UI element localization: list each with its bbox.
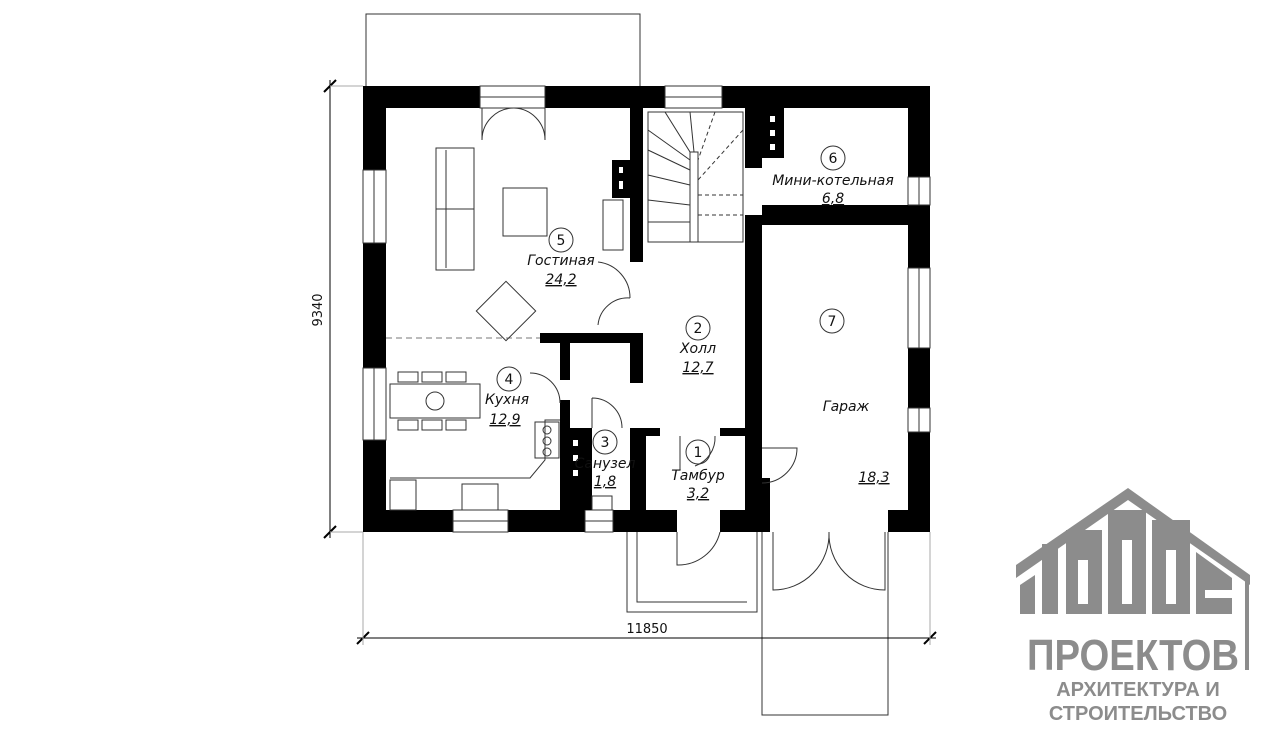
svg-text:18,3: 18,3 (858, 470, 889, 486)
svg-text:24,2: 24,2 (545, 272, 576, 288)
company-logo: ПРОЕКТОВ АРХИТЕКТУРА И СТРОИТЕЛЬСТВО (1016, 488, 1250, 725)
toilet (591, 495, 613, 511)
terrace-outline (365, 13, 641, 86)
windows (362, 85, 931, 533)
room-number-badge (819, 308, 845, 334)
svg-text:3,2: 3,2 (687, 486, 709, 502)
armchair (475, 280, 537, 342)
stove (534, 421, 560, 459)
svg-text:Кухня: Кухня (485, 392, 529, 408)
room-number-badge (685, 439, 711, 465)
svg-text:АРХИТЕКТУРА И: АРХИТЕКТУРА И (1056, 679, 1220, 701)
room-number-badge (685, 315, 711, 341)
svg-text:3: 3 (601, 435, 610, 451)
svg-text:Санузел: Санузел (575, 456, 636, 472)
room-number-badge (592, 429, 618, 455)
svg-text:12,7: 12,7 (682, 360, 713, 376)
svg-text:Гостиная: Гостиная (527, 253, 594, 269)
svg-text:1: 1 (694, 445, 703, 461)
dimension-width: 11850 (356, 532, 937, 645)
flue-vents (573, 116, 775, 476)
sink (461, 483, 499, 511)
svg-text:1,8: 1,8 (594, 474, 616, 490)
staircase (647, 111, 744, 243)
svg-text:7: 7 (828, 314, 837, 330)
svg-text:6: 6 (829, 151, 838, 167)
porch-outline (626, 532, 758, 613)
svg-text:ПРОЕКТОВ: ПРОЕКТОВ (1027, 631, 1239, 680)
room-7-garage: 7 Гараж 18,3 (819, 308, 890, 486)
svg-text:2: 2 (694, 321, 703, 337)
svg-text:6,8: 6,8 (822, 191, 844, 207)
interior-walls (540, 108, 908, 510)
svg-text:4: 4 (505, 372, 514, 388)
doors (481, 107, 886, 591)
svg-text:11850: 11850 (626, 622, 667, 637)
svg-text:СТРОИТЕЛЬСТВО: СТРОИТЕЛЬСТВО (1049, 703, 1227, 725)
room-number-badge (820, 145, 846, 171)
coffee-table (502, 187, 548, 237)
room-number-badge (548, 227, 574, 253)
dimension-height: 9340 (311, 79, 363, 539)
room-1-tambur: 1 Тамбур 3,2 (671, 439, 725, 502)
room-5-living: 5 Гостиная 24,2 (527, 227, 595, 288)
driveway-outline (761, 532, 889, 716)
room-labels: 1 Тамбур 3,2 2 Холл 12,7 3 Санузел 1,8 4… (485, 145, 894, 502)
svg-text:5: 5 (557, 233, 566, 249)
svg-text:Мини-котельная: Мини-котельная (772, 173, 894, 189)
svg-text:9340: 9340 (311, 293, 326, 326)
logo-roof (1016, 488, 1250, 585)
outer-walls (363, 86, 930, 532)
dining-table (389, 383, 481, 419)
room-6-boiler: 6 Мини-котельная 6,8 (772, 145, 894, 207)
room-number-badge (496, 366, 522, 392)
tv-stand (602, 199, 624, 251)
furniture (389, 147, 624, 511)
svg-text:12,9: 12,9 (489, 412, 520, 428)
room-4-kitchen: 4 Кухня 12,9 (485, 366, 529, 428)
svg-text:Холл: Холл (679, 341, 716, 357)
room-3-bathroom: 3 Санузел 1,8 (575, 429, 636, 490)
svg-text:Гараж: Гараж (823, 399, 870, 415)
room-2-hall: 2 Холл 12,7 (679, 315, 716, 376)
svg-text:Тамбур: Тамбур (671, 468, 725, 484)
